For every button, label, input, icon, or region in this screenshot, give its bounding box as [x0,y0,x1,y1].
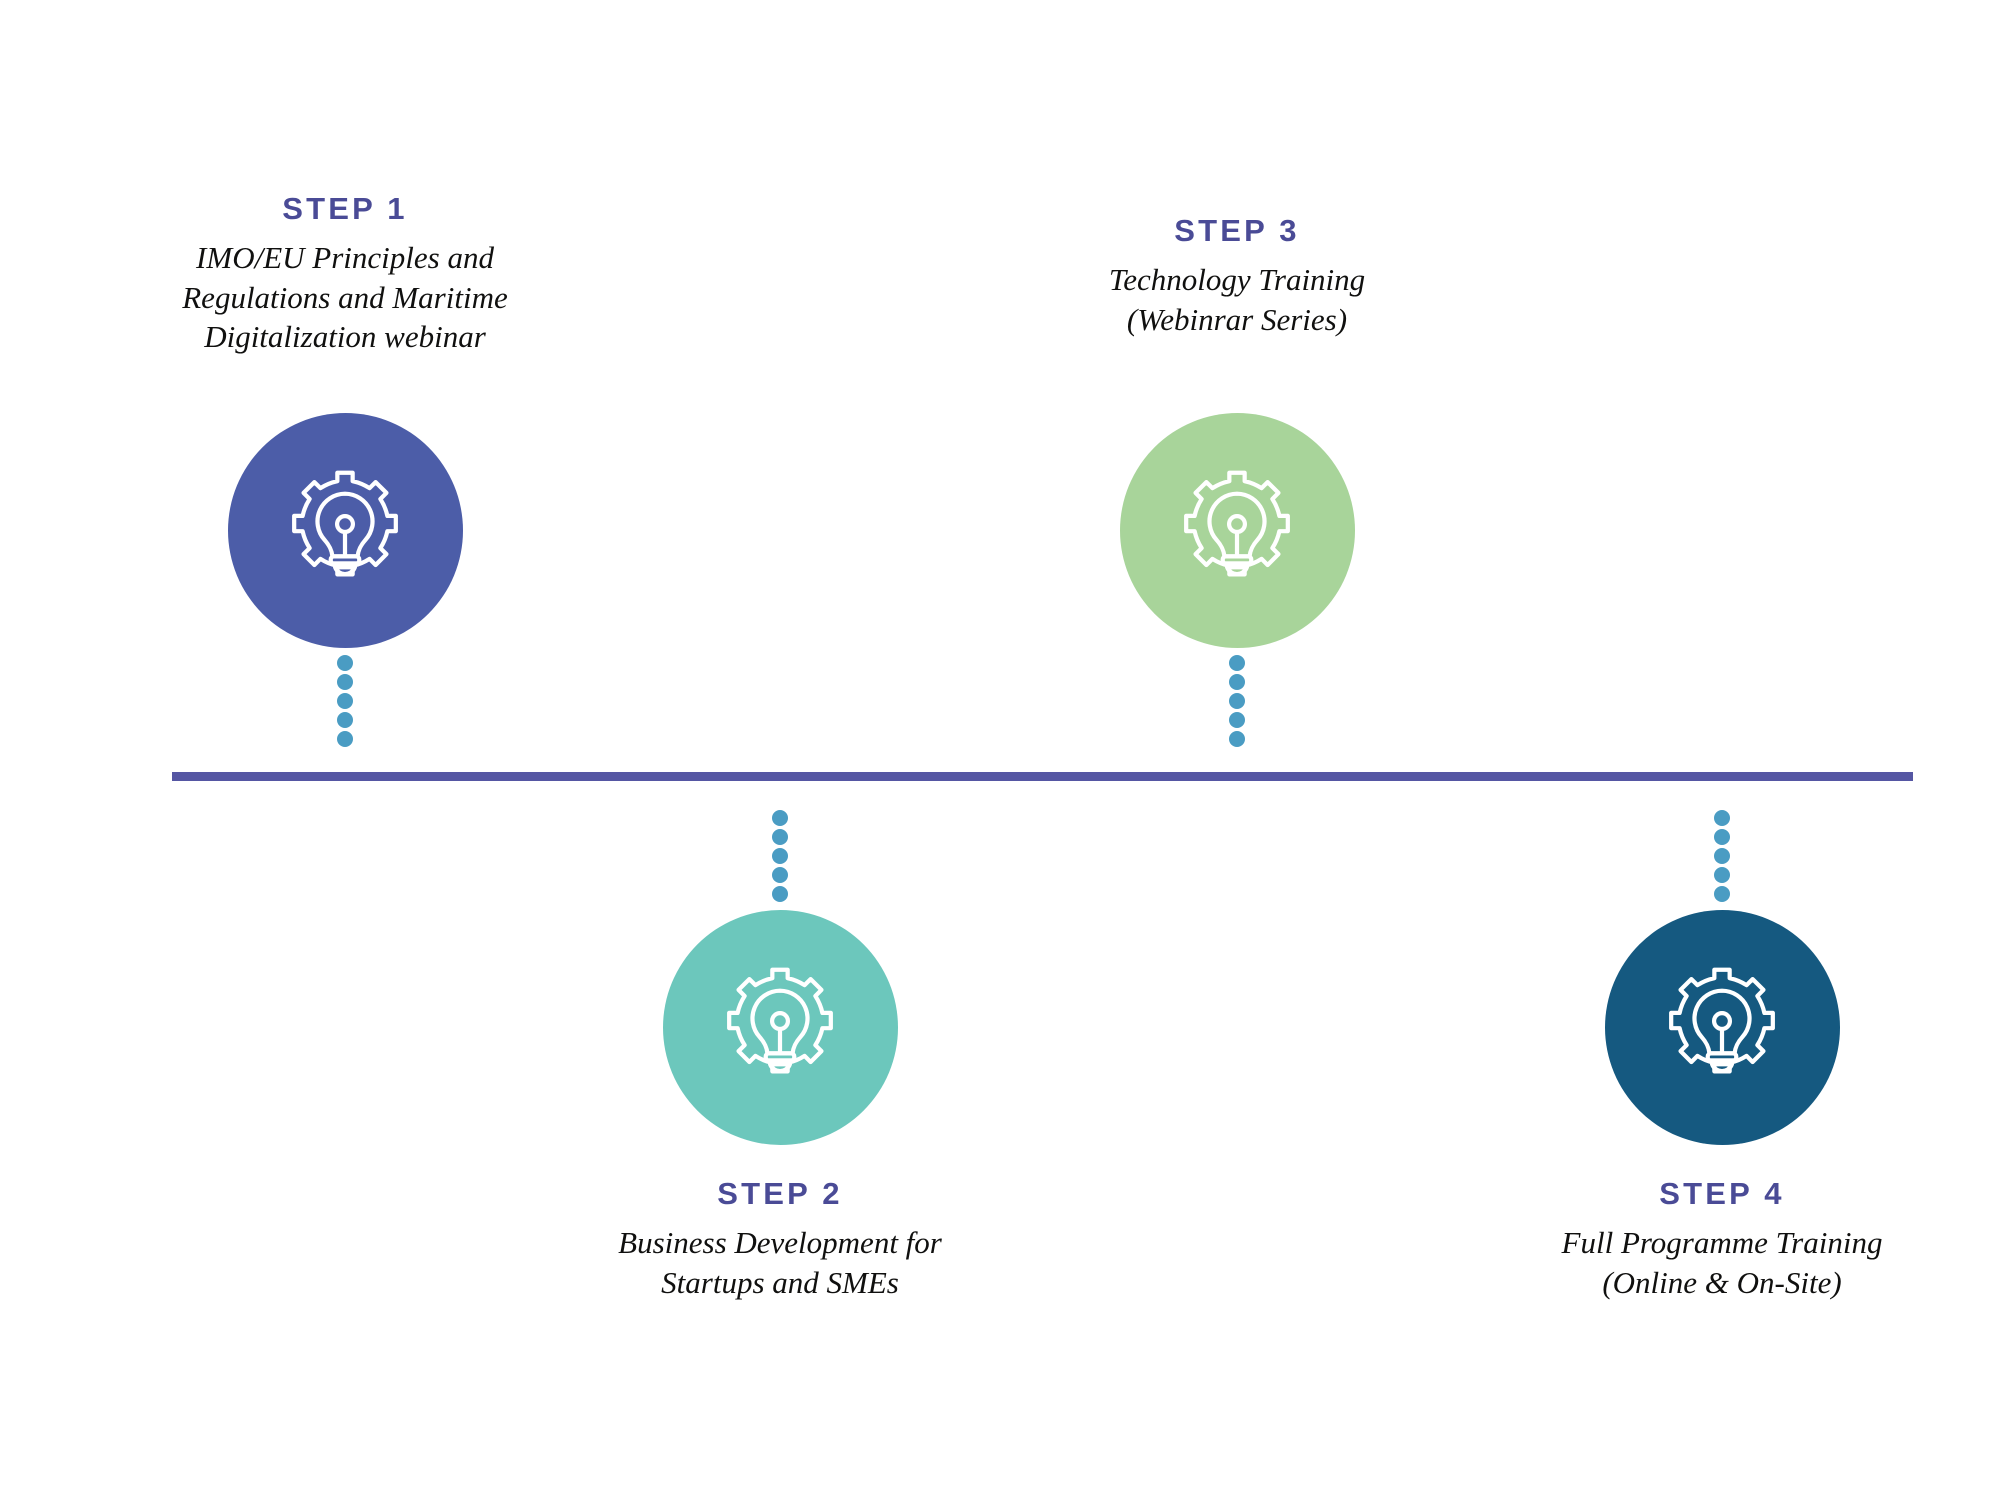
step-4-circle[interactable] [1604,909,1840,1145]
step-4-label: STEP 4 [1659,1176,1785,1211]
step-2-circle[interactable] [662,909,898,1145]
step-2-label: STEP 2 [717,1176,843,1211]
step-3-connector [1229,655,1245,747]
connector-dot [337,655,353,671]
connector-dot [1229,655,1245,671]
connector-dot [1714,829,1730,845]
step-2-connector [772,810,788,902]
lightbulb-gear-icon [1184,470,1290,577]
step-1-circle[interactable] [227,412,463,648]
step-3-description: Technology Training (Webinrar Series) [1108,262,1366,337]
step-4-connector [1714,810,1730,902]
connector-dot [337,731,353,747]
step-1-text: STEP 1 IMO/EU Principles and Regulations… [65,191,625,357]
step-3-circle[interactable] [1119,412,1355,648]
step-2-description: Business Development for Startups and SM… [618,1225,942,1300]
step-4-text: STEP 4 Full Programme Training (Online &… [1442,1176,2000,1302]
step-3-text: STEP 3 Technology Training (Webinrar Ser… [957,213,1517,339]
connector-dot [1714,886,1730,902]
step-4-description: Full Programme Training (Online & On-Sit… [1561,1225,1883,1300]
lightbulb-gear-icon [727,967,833,1074]
connector-dot [1229,712,1245,728]
connector-dot [772,810,788,826]
connector-dot [1229,693,1245,709]
connector-dot [1229,731,1245,747]
timeline-axis [172,772,1913,781]
connector-dot [1714,867,1730,883]
step-1-label: STEP 1 [282,191,408,226]
connector-dot [1714,810,1730,826]
connector-dot [337,674,353,690]
connector-dot [1229,674,1245,690]
connector-dot [772,867,788,883]
step-1-description: IMO/EU Principles and Regulations and Ma… [182,240,508,355]
lightbulb-gear-icon [292,470,398,577]
connector-dot [337,712,353,728]
connector-dot [772,848,788,864]
step-1-connector [337,655,353,747]
lightbulb-gear-icon [1669,967,1775,1074]
step-3-label: STEP 3 [1174,213,1300,248]
connector-dot [772,829,788,845]
connector-dot [1714,848,1730,864]
step-2-text: STEP 2 Business Development for Startups… [500,1176,1060,1302]
connector-dot [772,886,788,902]
connector-dot [337,693,353,709]
